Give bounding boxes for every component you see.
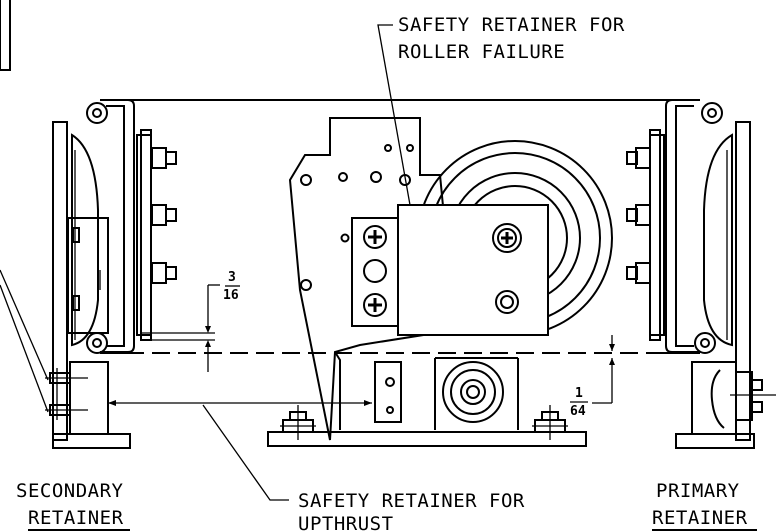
right-rail-assembly <box>626 99 751 441</box>
gap-dimension-left <box>140 284 220 372</box>
gap-right-numerator: 1 <box>575 386 583 401</box>
gap-left-numerator: 3 <box>228 270 236 285</box>
primary-label-line1: PRIMARY <box>656 480 740 502</box>
secondary-leader-2 <box>0 284 49 413</box>
primary-retainer-post <box>675 361 776 449</box>
upthrust-label-line1: SAFETY RETAINER FOR <box>298 490 525 512</box>
secondary-label-line2: RETAINER <box>28 507 124 529</box>
secondary-retainer-post <box>45 361 131 449</box>
sheet-border-fragment <box>0 0 11 71</box>
roller-failure-leader <box>377 24 411 206</box>
gap-left-denominator: 16 <box>223 288 239 303</box>
span-dimension <box>108 400 372 406</box>
upthrust-leader <box>202 404 289 501</box>
secondary-label-line1: SECONDARY <box>16 480 124 502</box>
upthrust-label-line2: UPTHRUST <box>298 513 394 532</box>
center-carriage <box>267 117 613 447</box>
gap-dimension-right <box>592 335 615 404</box>
secondary-leader-1 <box>0 269 49 381</box>
roller-failure-label-line1: SAFETY RETAINER FOR <box>398 14 625 36</box>
roller-failure-label-line2: ROLLER FAILURE <box>398 41 565 63</box>
gap-right-denominator: 64 <box>570 404 586 419</box>
left-rail-assembly <box>52 99 177 441</box>
primary-label-line2: RETAINER <box>652 507 748 529</box>
